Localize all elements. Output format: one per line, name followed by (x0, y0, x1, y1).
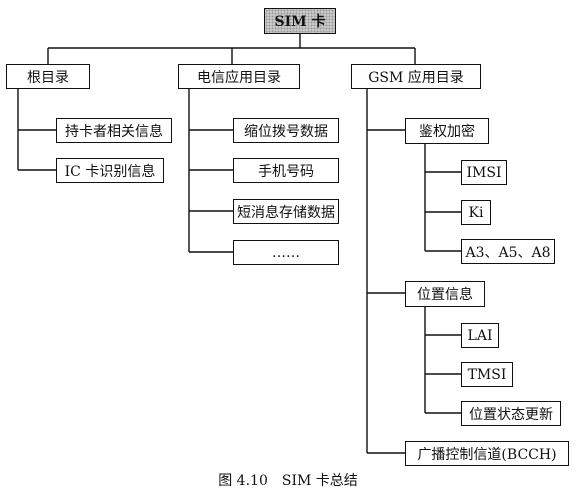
a3-a5-a8-node: A3、A5、A8 (461, 239, 555, 264)
tmsi-node: TMSI (461, 362, 513, 387)
root-node-sim-card: SIM 卡 (264, 8, 336, 34)
lai-node: LAI (461, 323, 499, 348)
cardholder-info-node: 持卡者相关信息 (56, 118, 172, 143)
phone-number-node: 手机号码 (233, 158, 339, 183)
abbreviated-dialing-node: 缩位拨号数据 (233, 118, 339, 143)
location-update-status-node: 位置状态更新 (461, 401, 561, 426)
ellipsis-node: …… (233, 240, 339, 265)
telecom-app-directory-node: 电信应用目录 (178, 64, 300, 89)
ki-node: Ki (461, 200, 491, 225)
ic-card-id-node: IC 卡识别信息 (56, 158, 164, 183)
location-info-node: 位置信息 (405, 281, 485, 307)
root-directory-node: 根目录 (6, 64, 90, 89)
authentication-encryption-node: 鉴权加密 (405, 118, 489, 144)
sms-storage-node: 短消息存储数据 (233, 199, 339, 224)
imsi-node: IMSI (461, 160, 507, 185)
gsm-app-directory-node: GSM 应用目录 (351, 64, 481, 89)
bcch-node: 广播控制信道(BCCH) (405, 441, 569, 466)
figure-caption: 图 4.10 SIM 卡总结 (218, 473, 358, 489)
